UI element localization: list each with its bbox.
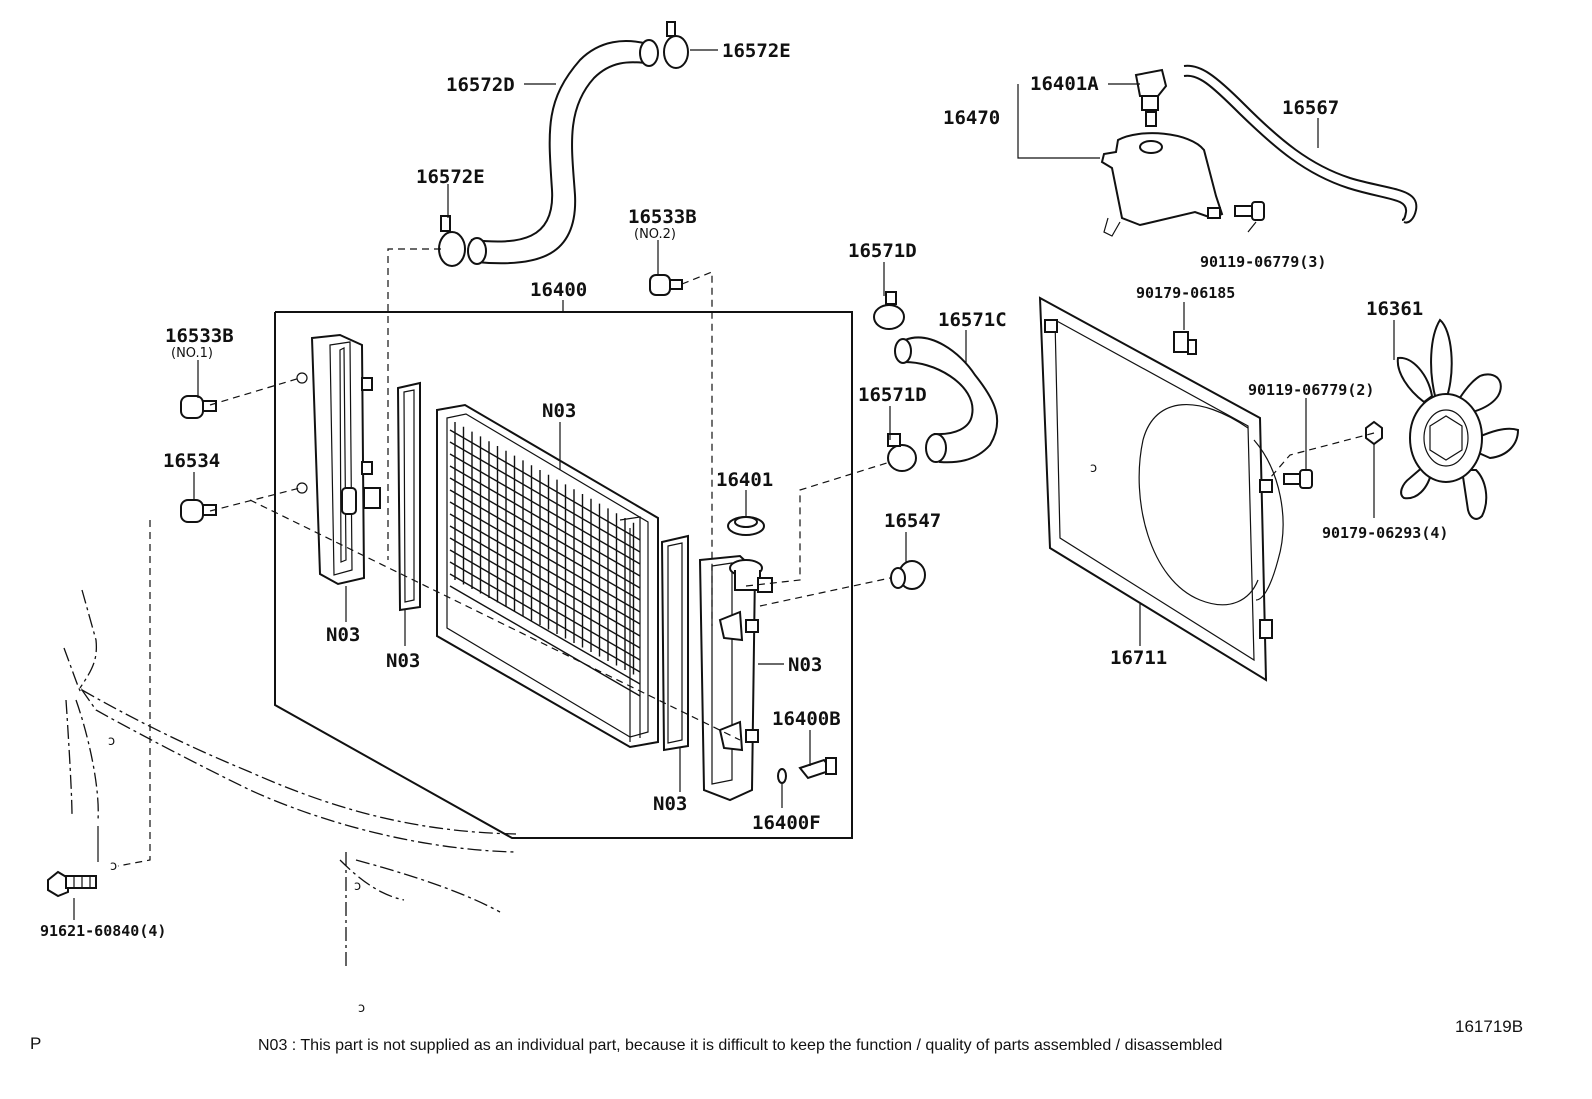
svg-text:ɔ: ɔ bbox=[354, 879, 361, 894]
label-hose-upper: 16572D bbox=[446, 74, 515, 96]
label-cushion-no2-sub: (NO.2) bbox=[634, 227, 676, 242]
svg-text:ɔ: ɔ bbox=[108, 734, 115, 749]
label-clamp-hose-bottom: 16571D bbox=[858, 384, 927, 406]
footnote: N03 : This part is not supplied as an in… bbox=[258, 1037, 1223, 1054]
illustration-id: 161719B bbox=[1455, 1017, 1524, 1036]
label-cushion-lower: 16534 bbox=[163, 450, 220, 472]
svg-text:ɔ: ɔ bbox=[1090, 461, 1097, 476]
label-clamp-hose-top: 16571D bbox=[848, 240, 917, 262]
label-bolt-support: 91621-60840(4) bbox=[40, 922, 166, 940]
cushion-lower bbox=[180, 499, 217, 523]
label-clamp-left: 16572E bbox=[416, 166, 485, 188]
label-fan: 16361 bbox=[1366, 298, 1423, 320]
reserve-tank bbox=[1100, 132, 1224, 237]
corner-mark: P bbox=[30, 1034, 42, 1053]
bolt-shroud bbox=[1283, 469, 1313, 489]
label-cushion-no1: 16533B bbox=[165, 325, 234, 347]
label-tank-right: N03 bbox=[788, 654, 822, 676]
bolt-support bbox=[47, 870, 97, 898]
mark-small-b: ɔ bbox=[358, 1001, 365, 1016]
label-core: N03 bbox=[542, 400, 576, 422]
upper-radiator-hose bbox=[467, 39, 659, 265]
drain-cock bbox=[798, 757, 837, 780]
label-nut-shroud: 90179-06185 bbox=[1136, 284, 1235, 302]
cooling-fan bbox=[1396, 318, 1520, 520]
hose-clamp-lower bbox=[887, 433, 917, 472]
label-cap: 16401 bbox=[716, 469, 773, 491]
label-shroud: 16711 bbox=[1110, 647, 1167, 669]
cushion-no1 bbox=[180, 395, 217, 419]
label-clamp-top: 16572E bbox=[722, 40, 791, 62]
hose-clamp-upper bbox=[873, 291, 905, 330]
left-packing bbox=[396, 381, 421, 612]
hose-clamp-top bbox=[663, 21, 689, 69]
radiator-core bbox=[436, 403, 659, 749]
part-labels: 16572D 16572E 16572E 16533B (NO.2) 16400… bbox=[40, 40, 1448, 1016]
right-packing bbox=[660, 534, 689, 752]
label-hose-lower: 16571C bbox=[938, 309, 1007, 331]
assembly-guides bbox=[117, 248, 1375, 867]
label-reserve-tank: 16470 bbox=[943, 107, 1000, 129]
label-bolt-shroud: 90119-06779(2) bbox=[1248, 381, 1374, 399]
reserve-tank-cap bbox=[1134, 68, 1168, 127]
label-packing-left: N03 bbox=[386, 650, 420, 672]
label-drain-cock: 16400B bbox=[772, 708, 841, 730]
radiator-assembly-frame bbox=[274, 300, 853, 839]
right-tank bbox=[698, 554, 773, 802]
label-overflow-hose: 16567 bbox=[1282, 97, 1339, 119]
leader-lines bbox=[73, 49, 1395, 920]
mark-small-a: ɔ bbox=[110, 859, 117, 874]
left-tank bbox=[296, 333, 381, 586]
label-cushion-no2: 16533B bbox=[628, 206, 697, 228]
fan-shroud: ɔ bbox=[1038, 296, 1284, 682]
label-cushion-no1-sub: (NO.1) bbox=[171, 346, 213, 361]
label-nut-fan: 90179-06293(4) bbox=[1322, 524, 1448, 542]
cushion-no2 bbox=[649, 274, 683, 296]
lower-radiator-hose bbox=[894, 336, 999, 464]
o-ring bbox=[777, 768, 787, 784]
overflow-hose bbox=[1183, 64, 1418, 224]
hose-clamp-left bbox=[438, 215, 466, 267]
label-o-ring: 16400F bbox=[752, 812, 821, 834]
bolt-reserve-tank bbox=[1234, 201, 1265, 221]
label-tank-left: N03 bbox=[326, 624, 360, 646]
radiator-support: ɔ ɔ bbox=[63, 589, 517, 968]
drain-plug bbox=[890, 560, 926, 590]
label-plug: 16547 bbox=[884, 510, 941, 532]
label-packing-right: N03 bbox=[653, 793, 687, 815]
nut-shroud bbox=[1173, 331, 1197, 355]
label-bolt-reserve: 90119-06779(3) bbox=[1200, 253, 1326, 271]
label-radiator-assy: 16400 bbox=[530, 279, 587, 301]
radiator-cap bbox=[727, 516, 765, 536]
label-reserve-cap: 16401A bbox=[1030, 73, 1099, 95]
